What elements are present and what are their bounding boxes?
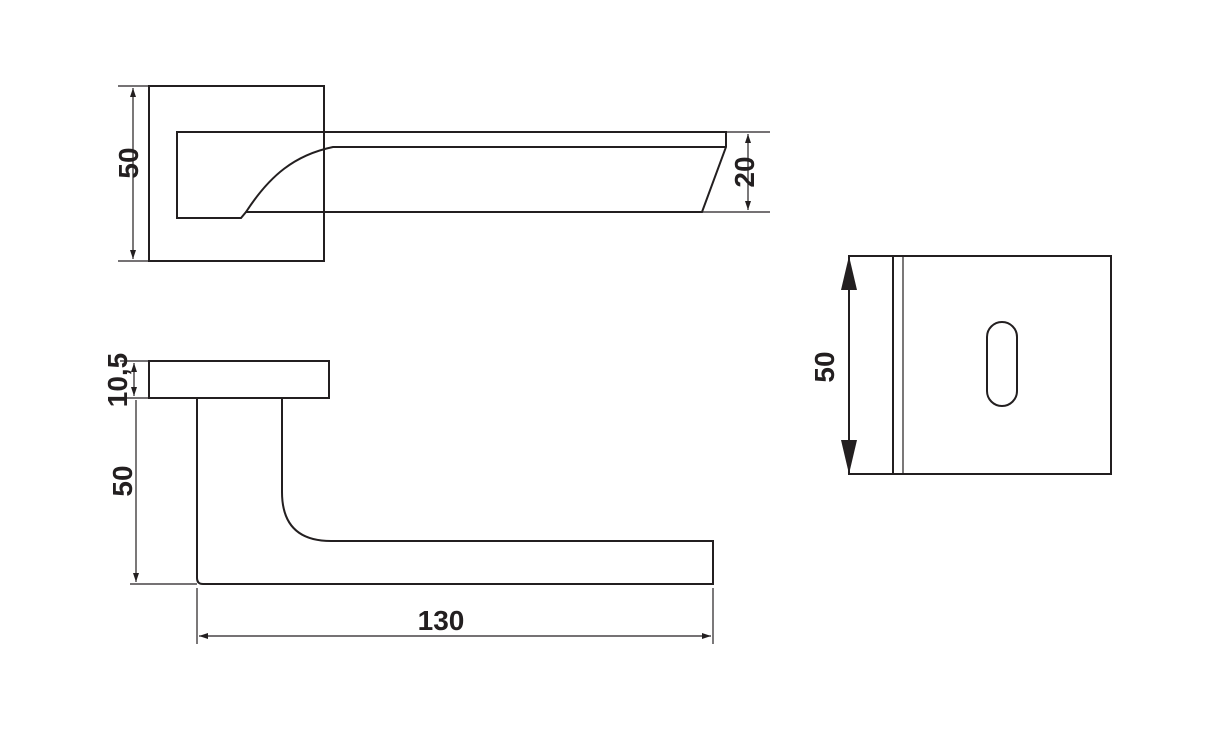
rose-square <box>148 85 325 262</box>
lever-side-outline <box>196 398 714 585</box>
dim-arrow-bottom <box>841 440 857 474</box>
dim-rose-height-label: 50 <box>113 147 144 178</box>
dim-handle-height-label: 20 <box>729 156 760 187</box>
dim-rose-height: 50 <box>113 85 149 262</box>
dim-handle-length: 130 <box>196 588 714 644</box>
dim-handle-drop: 50 <box>107 400 197 585</box>
rose-plate-side <box>148 360 330 399</box>
dim-handle-height: 20 <box>702 131 770 213</box>
dim-plate-size: 50 <box>809 256 857 474</box>
dim-handle-length-label: 130 <box>418 605 465 636</box>
escutcheon-plate <box>848 255 1112 475</box>
keyhole-slot <box>986 321 1018 407</box>
dim-arrow-top <box>841 256 857 290</box>
lever-outline <box>176 131 727 219</box>
lever-inner-curve <box>245 146 726 213</box>
dim-rose-thickness: 10,5 <box>102 353 149 408</box>
dim-handle-drop-label: 50 <box>107 465 138 496</box>
side-view: 10,5 50 130 <box>102 353 714 644</box>
dim-plate-size-label: 50 <box>809 351 840 382</box>
escutcheon-view: 50 <box>809 255 1112 475</box>
dim-rose-thickness-label: 10,5 <box>102 353 133 408</box>
top-view: 50 20 <box>113 85 770 262</box>
